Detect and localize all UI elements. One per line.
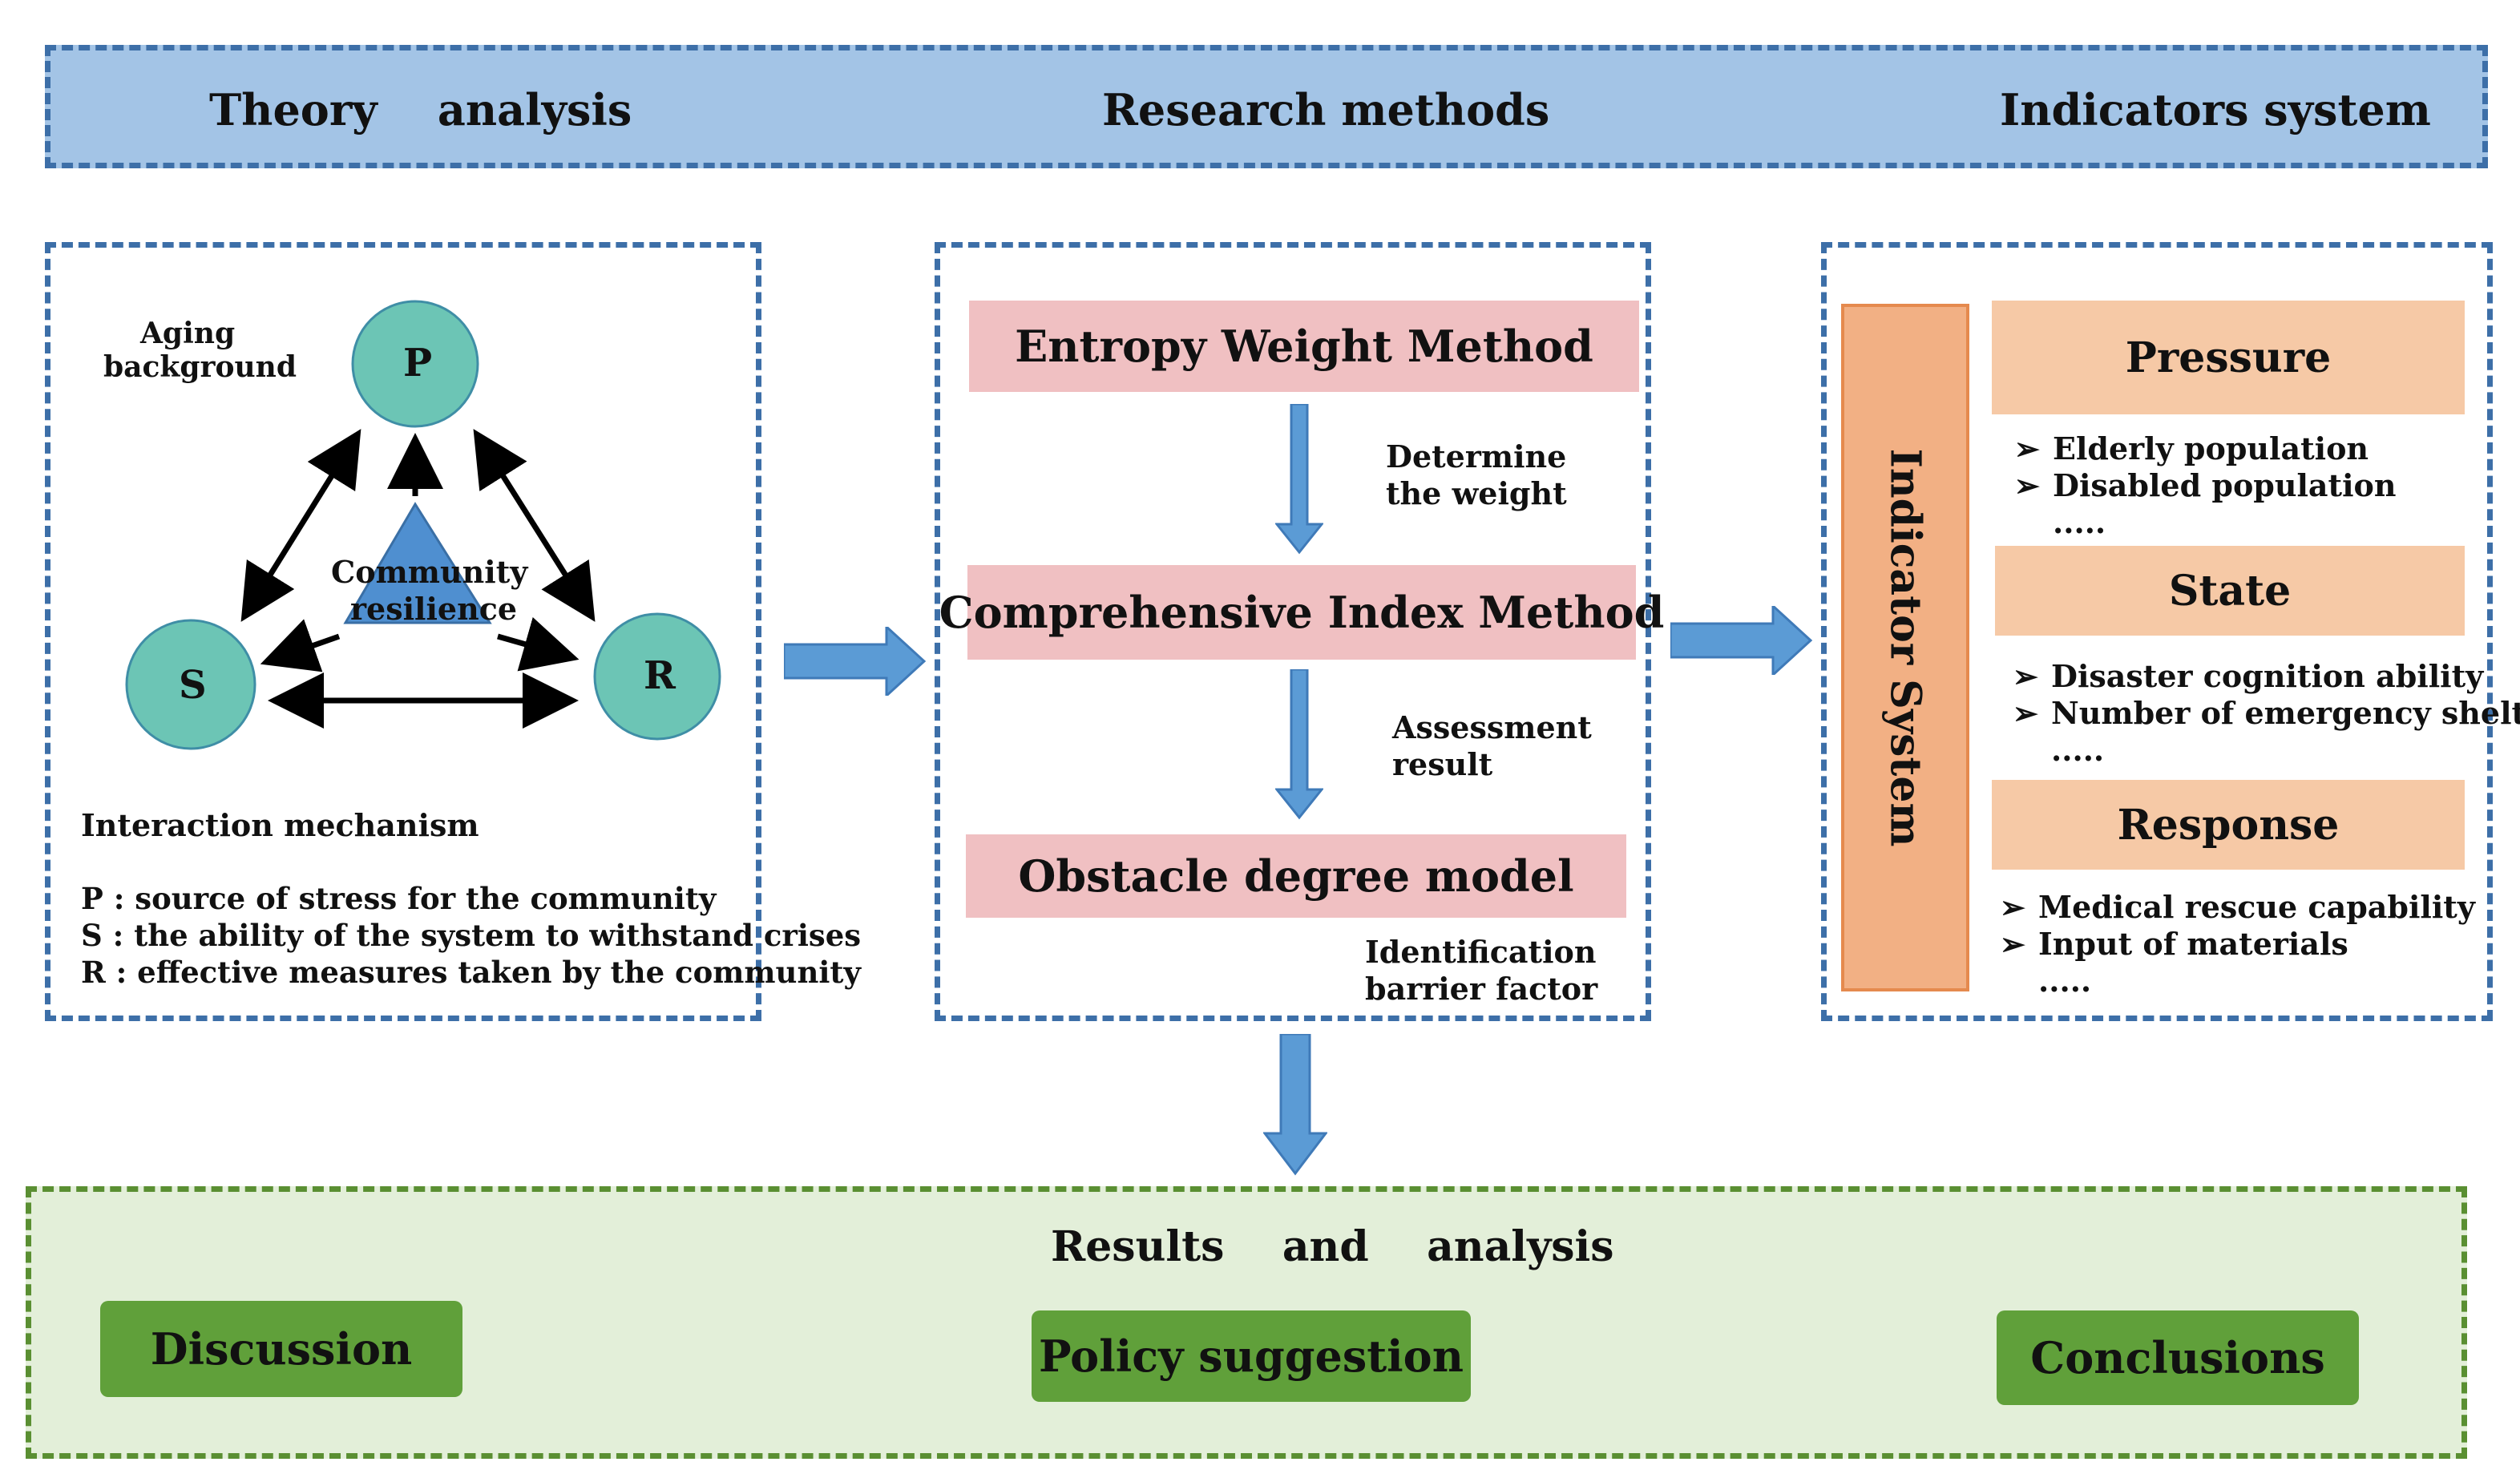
arrow-p-s bbox=[240, 429, 361, 622]
node-r-circle bbox=[593, 612, 721, 741]
arrow-down-1 bbox=[1275, 404, 1323, 555]
arrow-p-r bbox=[473, 429, 596, 622]
identification-label-line2: barrier factor bbox=[1365, 971, 1598, 1007]
identification-label-line1: Identification bbox=[1365, 934, 1597, 970]
methods-panel: Entropy Weight Method Comprehensive Inde… bbox=[935, 242, 1664, 1021]
results-area: Results and analysis Discussion Policy s… bbox=[26, 1186, 2467, 1459]
arrow-to-s bbox=[260, 619, 341, 672]
assessment-label-line1: Assessment bbox=[1392, 709, 1592, 745]
resilience-diagram bbox=[125, 300, 721, 750]
entropy-weight-method-box: Entropy Weight Method bbox=[969, 301, 1639, 392]
policy-suggestion-box: Policy suggestion bbox=[1032, 1310, 1471, 1402]
header-theory-analysis: Theory analysis bbox=[209, 84, 632, 135]
assessment-label-line2: result bbox=[1392, 746, 1493, 782]
list-item: ➢Disaster cognition ability bbox=[2013, 658, 2484, 694]
aging-label-line2: background bbox=[103, 350, 297, 384]
node-s-circle bbox=[125, 619, 256, 750]
community-triangle bbox=[343, 502, 492, 624]
indicator-system-label: Indicator System bbox=[1880, 448, 1930, 847]
header-band: Theory analysis Research methods Indicat… bbox=[45, 45, 2488, 168]
results-title: Results and analysis bbox=[1051, 1222, 1614, 1271]
community-label-line2: resilience bbox=[350, 591, 518, 627]
response-box: Response bbox=[1992, 780, 2465, 870]
header-research-methods: Research methods bbox=[1102, 84, 1550, 135]
node-r-label: R bbox=[644, 653, 676, 698]
community-label-line1: Community bbox=[331, 554, 528, 590]
arrow-to-r bbox=[497, 617, 580, 672]
discussion-box: Discussion bbox=[100, 1301, 462, 1397]
legend-r: R : effective measures taken by the comm… bbox=[81, 955, 862, 990]
state-box: State bbox=[1995, 546, 2465, 636]
list-item: ➢Disabled population bbox=[2014, 467, 2397, 503]
node-p-label: P bbox=[403, 341, 433, 386]
theory-panel: P S R Aging background Community resilie… bbox=[45, 242, 861, 1021]
obstacle-degree-model-box: Obstacle degree model bbox=[966, 834, 1626, 918]
node-s-label: S bbox=[179, 663, 207, 708]
conclusions-box: Conclusions bbox=[1997, 1310, 2359, 1405]
pressure-box: Pressure bbox=[1992, 301, 2465, 414]
legend-p: P : source of stress for the community bbox=[81, 881, 717, 916]
node-p-circle bbox=[351, 300, 479, 428]
indicators-panel: Indicator System Pressure ➢Elderly popul… bbox=[1821, 242, 2520, 1021]
determine-label-line2: the weight bbox=[1386, 475, 1567, 511]
interaction-mechanism-label: Interaction mechanism bbox=[81, 807, 479, 843]
arrow-down-2 bbox=[1275, 669, 1323, 820]
list-more: ..... bbox=[2053, 504, 2106, 540]
list-item: ➢Medical rescue capability bbox=[2000, 889, 2475, 925]
aging-label-line1: Aging bbox=[140, 317, 236, 350]
list-more: ..... bbox=[2051, 732, 2105, 768]
arrow-right-1 bbox=[784, 627, 927, 696]
determine-label-line1: Determine bbox=[1386, 438, 1567, 474]
legend-s: S : the ability of the system to withsta… bbox=[81, 918, 862, 953]
response-list: ➢Medical rescue capability ➢Input of mat… bbox=[2000, 889, 2475, 999]
list-more: ..... bbox=[2038, 963, 2092, 999]
indicator-system-bar: Indicator System bbox=[1841, 304, 1969, 991]
state-list: ➢Disaster cognition ability ➢Number of e… bbox=[2013, 658, 2520, 769]
comprehensive-index-method-box: Comprehensive Index Method bbox=[939, 565, 1664, 660]
arrow-right-2 bbox=[1670, 606, 1813, 675]
list-item: ➢Number of emergency shelters bbox=[2013, 695, 2520, 731]
header-indicators-system: Indicators system bbox=[2000, 84, 2431, 135]
arrow-down-results bbox=[1263, 1034, 1327, 1176]
pressure-list: ➢Elderly population ➢Disabled population… bbox=[2014, 430, 2397, 541]
list-item: ➢Elderly population bbox=[2014, 430, 2369, 466]
list-item: ➢Input of materials bbox=[2000, 926, 2348, 962]
